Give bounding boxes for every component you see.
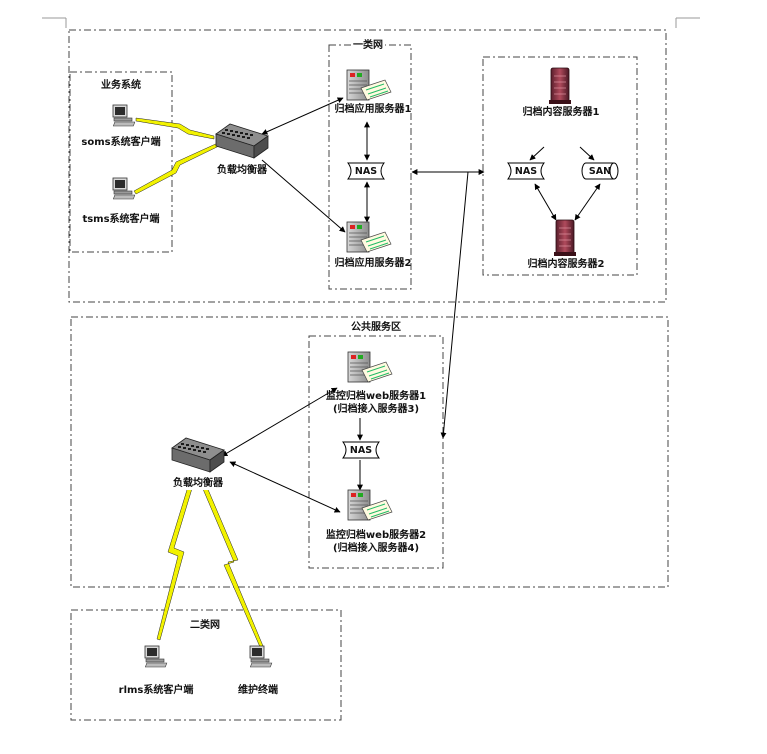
public-zone-box	[70, 316, 669, 588]
web-server-2-label-line1: 监控归档web服务器2	[325, 530, 427, 541]
page-corner-marks	[42, 17, 700, 28]
app-server-1-icon	[346, 69, 392, 101]
web-server-1-icon	[347, 351, 393, 383]
maintenance-terminal-computer-icon	[249, 645, 273, 668]
link-lb-app2	[261, 159, 346, 233]
lightning-icon	[156, 479, 195, 641]
link-san-content2	[574, 183, 601, 221]
lightning-icon	[133, 141, 222, 195]
app-server-2-label: 归档应用服务器2	[334, 258, 412, 269]
rlms-client-computer-icon	[144, 645, 168, 668]
content-nas-label: NAS	[514, 166, 538, 177]
class1-zone-title: 一类网	[351, 40, 385, 52]
lightning-icon	[135, 117, 215, 140]
link-content1-nas	[529, 146, 545, 161]
web-server-1-label-line2: (归档接入服务器3)	[332, 404, 420, 415]
content-san-label: SAN	[588, 166, 612, 177]
public-nas-label: NAS	[349, 445, 373, 456]
class1-load-balancer-label: 负载均衡器	[217, 165, 267, 176]
app-server-1-label: 归档应用服务器1	[334, 104, 412, 115]
link-lb-app1	[261, 97, 344, 135]
link-content1-san	[579, 146, 595, 161]
class1-zone-box	[68, 29, 667, 303]
web-server-2-label-line2: (归档接入服务器4)	[332, 543, 420, 554]
content-server-2-label: 归档内容服务器2	[527, 259, 605, 270]
class1-load-balancer-switch-icon	[215, 123, 269, 159]
public-zone-title: 公共服务区	[351, 322, 401, 333]
soms-client-computer-icon	[112, 104, 136, 127]
link-nas-content2	[534, 183, 557, 221]
public-load-balancer-label: 负载均衡器	[173, 478, 223, 490]
web-server-1-label-line1: 监控归档web服务器1	[325, 391, 427, 402]
class2-zone-box	[70, 609, 342, 721]
tsms-client-label: tsms系统客户端	[82, 214, 160, 225]
soms-client-label: soms系统客户端	[81, 137, 161, 148]
rlms-client-label: rlms系统客户端	[118, 685, 194, 696]
link-lb-web1	[221, 387, 338, 457]
class1-nas-label: NAS	[354, 166, 378, 177]
web-server-2-icon	[347, 489, 393, 521]
app-server-2-icon	[346, 221, 392, 253]
content-server-1-label: 归档内容服务器1	[522, 107, 600, 118]
link-class1-public	[440, 171, 469, 439]
business-system-title: 业务系统	[101, 80, 141, 91]
maintenance-terminal-label: 维护终端	[238, 685, 278, 696]
content-server-2-rack-server-icon	[553, 219, 577, 257]
content-server-group-box	[482, 56, 638, 276]
public-load-balancer-switch-icon	[171, 437, 225, 473]
tsms-client-computer-icon	[112, 177, 136, 200]
link-lb-web2	[229, 461, 341, 513]
content-server-1-rack-server-icon	[548, 67, 572, 105]
business-system-box	[69, 71, 173, 253]
class2-zone-title: 二类网	[190, 620, 220, 631]
